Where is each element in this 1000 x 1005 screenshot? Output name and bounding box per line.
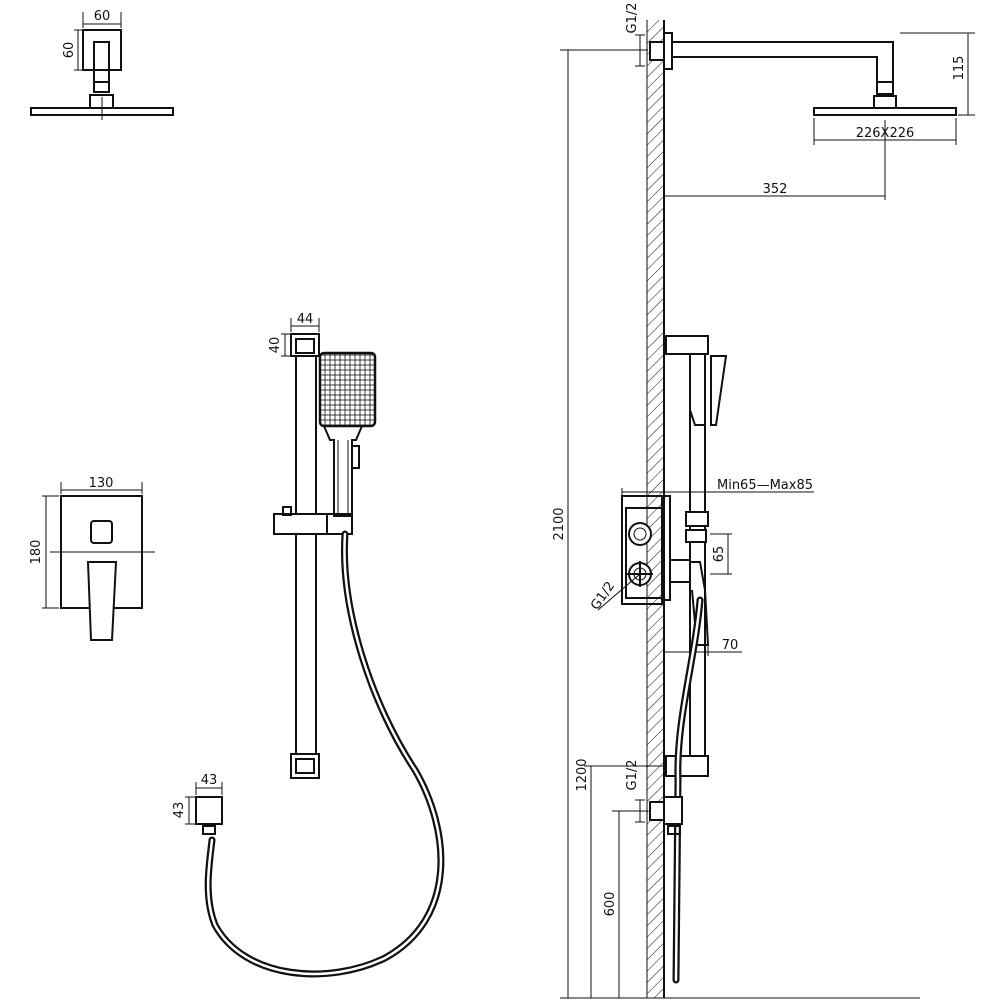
- dim-outlet-width: 43: [201, 773, 218, 788]
- dim-arm-width: 60: [94, 9, 111, 24]
- valve-front-view: 130 180: [29, 476, 155, 641]
- hand-shower: [318, 351, 377, 517]
- dim-total-height: 2100: [552, 507, 567, 540]
- shower-head-front-view: 60 60: [30, 9, 174, 120]
- dim-rail-bottom: 1200: [575, 758, 590, 791]
- dim-wall-depth: Min65—Max85: [717, 478, 813, 493]
- dim-arm-height: 60: [62, 42, 77, 59]
- thread-top: G1/2: [625, 3, 640, 34]
- thread-bottom: G1/2: [625, 760, 640, 791]
- dim-outlet-height: 43: [172, 802, 187, 819]
- dim-valve-width: 130: [89, 476, 114, 491]
- dim-rail-height: 40: [268, 337, 283, 354]
- dim-valve-height: 180: [29, 540, 44, 565]
- dim-arm-projection: 352: [763, 182, 788, 197]
- dim-valve-projection: 70: [722, 638, 739, 653]
- dim-outlet-height-floor: 600: [603, 892, 618, 917]
- slide-rail-assembly: 44 40 43 43: [172, 312, 445, 978]
- dim-rail-width: 44: [297, 312, 314, 327]
- dim-valve-spacing: 65: [712, 546, 727, 563]
- side-elevation: G1/2 115 226X226 352 2100: [552, 3, 975, 999]
- dim-arm-drop: 115: [952, 56, 967, 81]
